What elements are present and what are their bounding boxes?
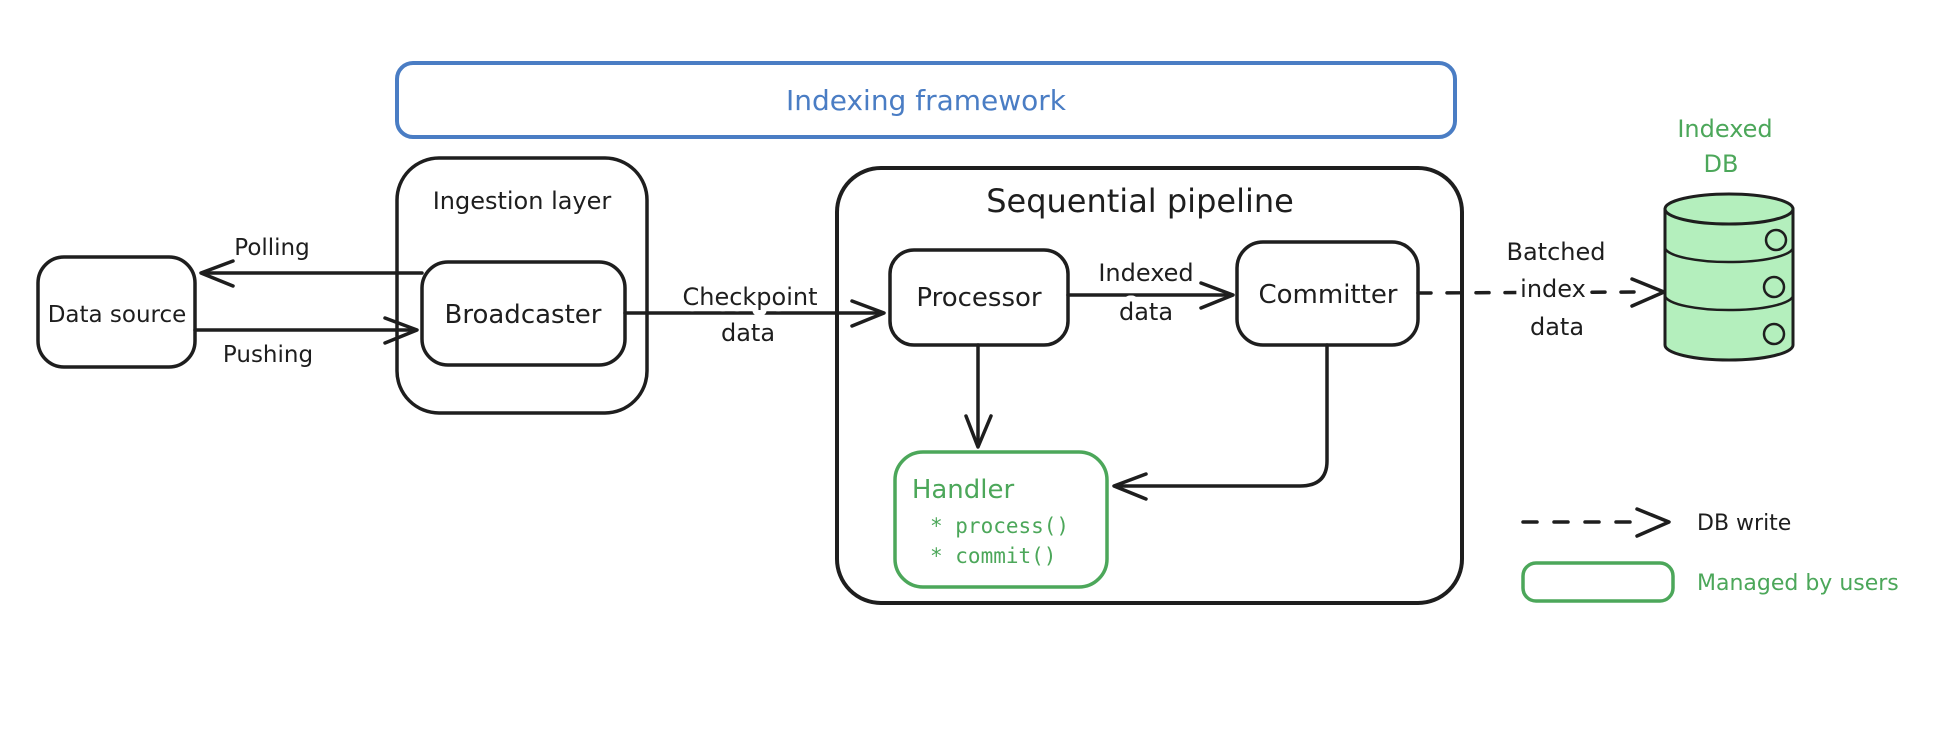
sequential-pipeline-node: Sequential pipeline [835,166,1464,605]
committer-handler-arrowhead [1112,472,1148,501]
db-dot-1 [1764,228,1788,252]
checkpoint-data-arrow: Checkpoint data [623,277,886,353]
handler-box [893,450,1109,589]
legend-managed-by-users-label: Managed by users [1697,571,1899,596]
db-dot-3 [1762,322,1786,346]
sequential-pipeline-label: Sequential pipeline [986,182,1294,220]
db-separator-1 [1663,244,1795,264]
legend: DB write Managed by users [1521,507,1899,603]
legend-green-box-icon [1521,561,1675,603]
processor-to-handler-arrow [964,343,993,449]
indexed-data-label-line2: data [1119,298,1173,326]
ingestion-layer-box [395,156,649,415]
handler-method-commit: * commit() [930,544,1056,568]
batched-index-label-line2: index [1520,275,1586,303]
legend-db-write-label: DB write [1697,511,1791,536]
data-source-node: Data source [36,255,197,369]
data-source-label: Data source [48,302,187,328]
processor-handler-arrowhead [964,414,993,449]
db-top-ellipse [1663,192,1795,226]
data-source-box [36,255,197,369]
broadcaster-label: Broadcaster [445,300,602,330]
sequential-pipeline-box [835,166,1464,605]
db-dot-2 [1762,275,1786,299]
indexing-framework-box [395,61,1457,139]
indexed-data-label-line1: Indexed [1098,259,1193,287]
pushing-arrowhead [383,316,419,345]
polling-arrow: Polling [199,235,424,288]
indexed-db-node: Indexed DB [1663,115,1795,362]
batched-index-label-line3: data [1530,313,1584,341]
batched-index-arrow: Batched index data [1416,232,1666,347]
indexed-db-label-line1: Indexed [1677,115,1772,143]
indexed-data-arrowhead [1199,281,1235,310]
legend-managed-by-users: Managed by users [1521,561,1899,603]
pushing-label: Pushing [223,342,313,368]
committer-label: Committer [1258,280,1397,310]
indexed-db-label-line2: DB [1704,150,1739,178]
processor-node: Processor [888,248,1070,347]
handler-label: Handler [912,475,1015,505]
committer-to-handler-arrow [1112,343,1329,501]
indexing-framework-frame: Indexing framework [395,61,1457,139]
committer-handler-line [1114,343,1329,488]
legend-db-write: DB write [1521,507,1791,538]
checkpoint-label-line2: data [721,319,775,347]
db-body [1663,207,1795,362]
batched-index-label-line1: Batched [1507,238,1606,266]
database-cylinder-icon [1663,192,1795,362]
indexing-framework-title: Indexing framework [786,84,1067,117]
handler-node: Handler * process() * commit() [893,450,1109,589]
polling-arrowhead [199,259,235,288]
indexed-data-arrow: Indexed data [1066,253,1235,332]
ingestion-layer-label: Ingestion layer [433,187,612,215]
db-separator-2 [1663,292,1795,312]
polling-label: Polling [234,235,309,261]
ingestion-layer-node: Ingestion layer Broadcaster [395,156,649,415]
handler-method-process: * process() [930,514,1069,538]
checkpoint-arrowhead [850,299,886,328]
checkpoint-label-line1: Checkpoint [682,283,817,311]
pushing-arrow: Pushing [193,316,419,368]
batched-index-line [1416,290,1644,295]
batched-index-arrowhead [1630,277,1666,308]
legend-dashed-arrowhead [1635,507,1671,538]
committer-node: Committer [1235,240,1420,347]
processor-label: Processor [916,283,1042,313]
